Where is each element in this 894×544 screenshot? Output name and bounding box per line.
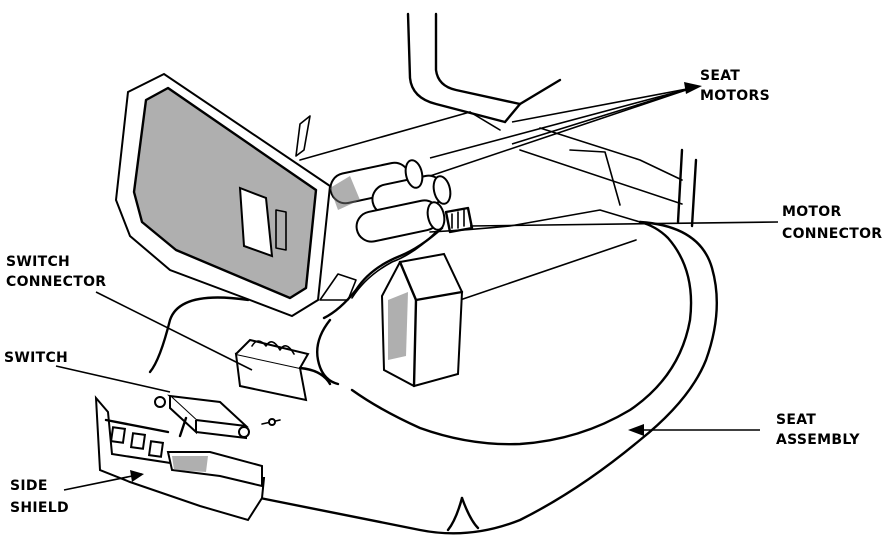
wiring-harness xyxy=(316,226,444,386)
label-side-shield: SIDE SHIELD xyxy=(10,478,69,516)
label-side-shield-line2: SHIELD xyxy=(10,500,69,516)
label-seat-assembly-line1: SEAT xyxy=(776,412,816,428)
leader-side-shield xyxy=(63,473,143,491)
seat-switch xyxy=(154,394,281,440)
arrowhead-seat-assembly xyxy=(628,424,644,436)
label-seat-motors-line1: SEAT xyxy=(700,68,740,84)
seat-adjuster-block xyxy=(380,252,464,388)
label-switch-connector-line1: SWITCH xyxy=(6,254,70,270)
side-shield xyxy=(94,395,266,522)
label-switch-connector-line2: CONNECTOR xyxy=(6,274,106,290)
leader-seat-motors-2 xyxy=(429,87,693,159)
leader-switch xyxy=(55,365,171,393)
leader-lines xyxy=(55,82,779,491)
label-seat-motors-line2: MOTORS xyxy=(700,88,770,104)
label-motor-connector: MOTOR CONNECTOR xyxy=(782,204,882,242)
side-trim-panel xyxy=(114,72,332,318)
label-motor-connector-line1: MOTOR xyxy=(782,204,842,220)
label-switch-line1: SWITCH xyxy=(4,350,68,366)
label-seat-assembly-line2: ASSEMBLY xyxy=(776,432,860,448)
motor-connector xyxy=(444,206,474,234)
seat-motors xyxy=(329,159,452,243)
label-switch-connector: SWITCH CONNECTOR xyxy=(6,254,106,290)
label-seat-motors: SEAT MOTORS xyxy=(700,68,770,104)
seat-back-frame xyxy=(299,12,698,228)
leader-switch-connector xyxy=(95,291,253,371)
switch-connector xyxy=(234,338,332,402)
leader-seat-motors-4 xyxy=(429,87,693,177)
label-side-shield-line1: SIDE xyxy=(10,478,48,494)
label-seat-assembly: SEAT ASSEMBLY xyxy=(776,412,860,448)
label-motor-connector-line2: CONNECTOR xyxy=(782,226,882,242)
label-switch: SWITCH xyxy=(4,350,68,366)
arrowhead-side-shield xyxy=(130,470,144,482)
leader-motor-connector xyxy=(469,221,779,227)
leader-seat-motors-1 xyxy=(511,87,693,123)
arrowhead-motors xyxy=(684,82,702,94)
